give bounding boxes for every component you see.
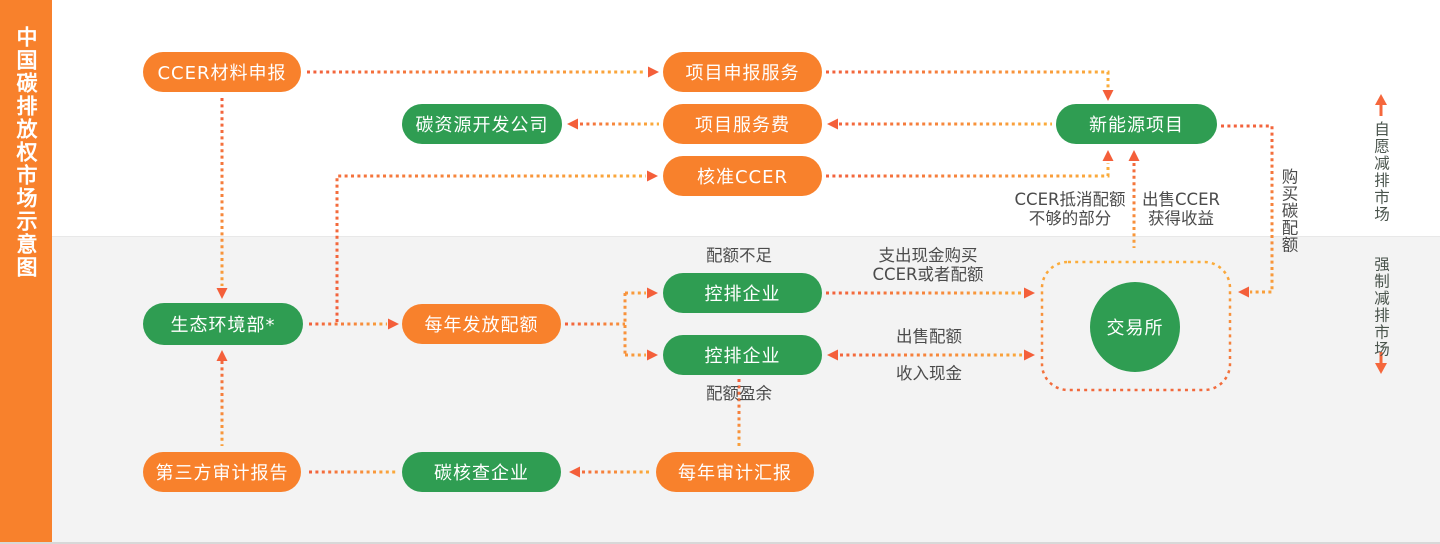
label-pay-cash: 支出现金购买 CCER或者配额 (872, 246, 984, 284)
edge-exchange-to-new-energy-sell-ccer (1128, 150, 1140, 248)
node-ccer-material: CCER材料申报 (143, 52, 301, 92)
node-controlled-enterprise-a: 控排企业 (663, 273, 822, 313)
node-ministry: 生态环境部* (143, 303, 303, 345)
edge-ccer-material-to-project-declare (307, 66, 659, 78)
diagram-title: 中国碳排放权市场示意图 (14, 26, 38, 279)
label-ccer-offset: CCER抵消配额 不够的部分 (1014, 190, 1126, 228)
node-new-energy: 新能源项目 (1056, 104, 1217, 144)
node-project-declare: 项目申报服务 (663, 52, 822, 92)
label-sell-ccer: 出售CCER 获得收益 (1142, 190, 1220, 228)
edge-project-declare-to-new-energy (826, 70, 1114, 101)
edge-new-energy-to-project-fee (827, 118, 1052, 130)
node-carbon-verifier: 碳核查企业 (402, 452, 561, 492)
node-annual-audit: 每年审计汇报 (656, 452, 814, 492)
node-exchange: 交易所 (1090, 282, 1180, 372)
arrow-up-icon (1375, 94, 1387, 116)
label-buy-quota: 购买碳配额 (1279, 168, 1298, 253)
label-quota-surplus: 配额盈余 (706, 384, 772, 403)
node-carbon-dev-company: 碳资源开发公司 (402, 104, 562, 144)
edge-approved-ccer-to-new-energy (826, 150, 1114, 178)
label-quota-shortage: 配额不足 (706, 246, 772, 265)
edge-project-fee-to-carbon-dev-company (567, 118, 659, 130)
node-third-party-report: 第三方审计报告 (143, 452, 301, 492)
node-annual-quota: 每年发放配额 (402, 304, 561, 344)
bottom-edge-strip (0, 542, 1440, 544)
label-voluntary-market: 自愿减排市场 (1372, 121, 1390, 223)
node-project-fee: 项目服务费 (663, 104, 822, 144)
label-sell-quota: 出售配额 (896, 327, 962, 346)
node-approved-ccer: 核准CCER (663, 156, 822, 196)
title-sidebar: 中国碳排放权市场示意图 (0, 0, 52, 542)
node-controlled-enterprise-b: 控排企业 (663, 335, 822, 375)
label-income-cash: 收入现金 (896, 364, 962, 383)
label-mandatory-market: 强制减排市场 (1372, 256, 1390, 358)
